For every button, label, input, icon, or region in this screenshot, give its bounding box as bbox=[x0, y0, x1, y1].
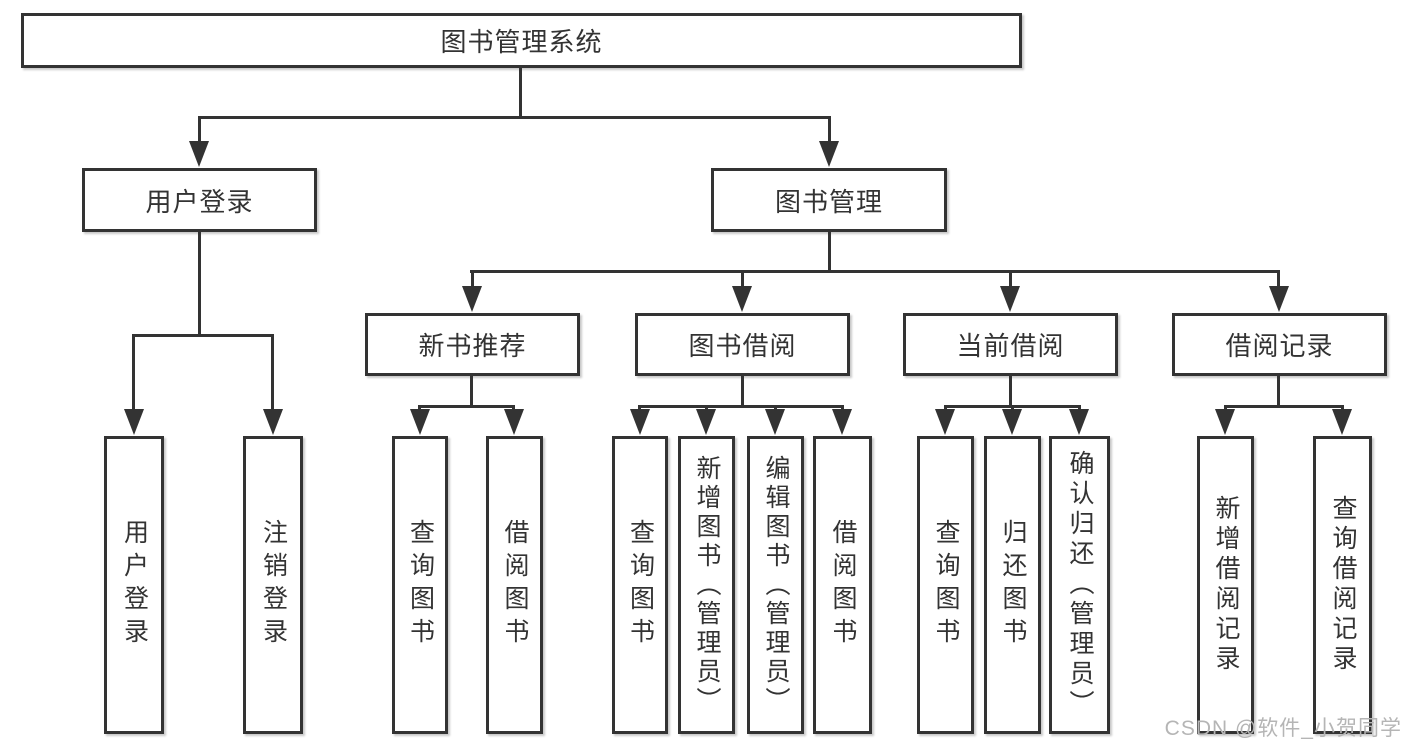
connector-mgmt-trunk bbox=[828, 232, 831, 272]
connector-to-node bbox=[471, 270, 474, 290]
arrow-down-icon bbox=[630, 409, 650, 435]
node-label: 归还图书 bbox=[999, 519, 1027, 651]
connector-to-node bbox=[741, 270, 744, 290]
node-label: 新增图书（管理员） bbox=[693, 454, 721, 716]
node-book-management: 图书管理 bbox=[711, 168, 947, 232]
arrow-down-icon bbox=[832, 409, 852, 435]
node-label: 新书推荐 bbox=[418, 331, 527, 361]
connector-to-node bbox=[1009, 270, 1012, 290]
arrow-down-icon bbox=[1069, 409, 1089, 435]
arrow-down-icon bbox=[1215, 409, 1235, 435]
leaf-newbook-borrow-books: 借阅图书 bbox=[486, 436, 543, 734]
node-label: 查询借阅记录 bbox=[1329, 495, 1357, 675]
node-label: 新增借阅记录 bbox=[1212, 495, 1240, 675]
node-label: 图书借阅 bbox=[688, 331, 797, 361]
arrow-down-icon bbox=[765, 409, 785, 435]
connector-fan-split bbox=[418, 405, 515, 408]
node-label: 注销登录 bbox=[259, 519, 288, 651]
leaf-borrow-query-books: 查询图书 bbox=[612, 436, 668, 734]
node-label: 借阅图书 bbox=[501, 519, 529, 651]
arrow-down-icon bbox=[1002, 409, 1022, 435]
arrow-down-icon bbox=[504, 409, 524, 435]
arrow-down-icon bbox=[819, 141, 839, 167]
arrow-down-icon bbox=[410, 409, 430, 435]
arrow-down-icon bbox=[1000, 286, 1020, 312]
leaf-current-query-books: 查询图书 bbox=[917, 436, 974, 734]
connector-to-user-login bbox=[198, 116, 201, 144]
node-new-book-recommend: 新书推荐 bbox=[365, 313, 580, 376]
leaf-record-query-borrow-record: 查询借阅记录 bbox=[1313, 436, 1372, 734]
connector-to-book-management bbox=[828, 116, 831, 144]
node-current-borrowing: 当前借阅 bbox=[903, 313, 1118, 376]
arrow-down-icon bbox=[935, 409, 955, 435]
arrow-down-icon bbox=[263, 409, 283, 435]
arrow-down-icon bbox=[1332, 409, 1352, 435]
connector-user-trunk bbox=[198, 232, 201, 336]
arrow-down-icon bbox=[1269, 286, 1289, 312]
node-label: 用户登录 bbox=[145, 186, 254, 217]
connector-user-split bbox=[132, 334, 274, 337]
leaf-newbook-query-books: 查询图书 bbox=[392, 436, 448, 734]
leaf-current-confirm-return-admin: 确认归还（管理员） bbox=[1049, 436, 1110, 734]
leaf-logout: 注销登录 bbox=[243, 436, 303, 734]
connector-fan-split bbox=[1224, 405, 1344, 408]
node-label: 图书管理系统 bbox=[440, 27, 603, 57]
node-label: 当前借阅 bbox=[956, 331, 1065, 361]
connector-root-split bbox=[198, 116, 831, 119]
node-label: 图书管理 bbox=[774, 186, 883, 217]
connector-mgmt-split bbox=[470, 270, 1280, 273]
arrow-down-icon bbox=[189, 141, 209, 167]
connector-fan-trunk bbox=[1277, 376, 1280, 407]
leaf-user-login: 用户登录 bbox=[104, 436, 164, 734]
node-label: 查询图书 bbox=[626, 519, 655, 651]
node-library-system: 图书管理系统 bbox=[21, 13, 1022, 68]
node-user-login: 用户登录 bbox=[82, 168, 317, 232]
arrow-down-icon bbox=[124, 409, 144, 435]
leaf-current-return-books: 归还图书 bbox=[984, 436, 1041, 734]
node-label: 用户登录 bbox=[120, 519, 149, 651]
arrow-down-icon bbox=[696, 409, 716, 435]
connector-fan-trunk bbox=[470, 376, 473, 407]
connector-fan-trunk bbox=[741, 376, 744, 407]
arrow-down-icon bbox=[462, 286, 482, 312]
node-label: 确认归还（管理员） bbox=[1066, 450, 1094, 720]
leaf-record-add-borrow-record: 新增借阅记录 bbox=[1197, 436, 1254, 734]
watermark-text: CSDN @软件_小贺同学 bbox=[1164, 717, 1402, 740]
leaf-borrow-borrow-books: 借阅图书 bbox=[813, 436, 872, 734]
node-label: 编辑图书（管理员） bbox=[762, 454, 790, 716]
connector-fan-trunk bbox=[1009, 376, 1012, 407]
connector-fan-split bbox=[638, 405, 843, 408]
connector-root-trunk bbox=[519, 68, 522, 117]
leaf-borrow-edit-books-admin: 编辑图书（管理员） bbox=[747, 436, 804, 734]
leaf-borrow-add-books-admin: 新增图书（管理员） bbox=[678, 436, 735, 734]
node-label: 查询图书 bbox=[406, 519, 435, 651]
node-book-borrowing: 图书借阅 bbox=[635, 313, 850, 376]
node-label: 借阅记录 bbox=[1225, 331, 1334, 361]
connector-to-leaf bbox=[271, 334, 274, 412]
arrow-down-icon bbox=[732, 286, 752, 312]
connector-to-node bbox=[1277, 270, 1280, 290]
node-label: 查询图书 bbox=[932, 519, 960, 651]
node-label: 借阅图书 bbox=[829, 519, 857, 651]
connector-to-leaf bbox=[132, 334, 135, 412]
node-borrowing-records: 借阅记录 bbox=[1172, 313, 1387, 376]
